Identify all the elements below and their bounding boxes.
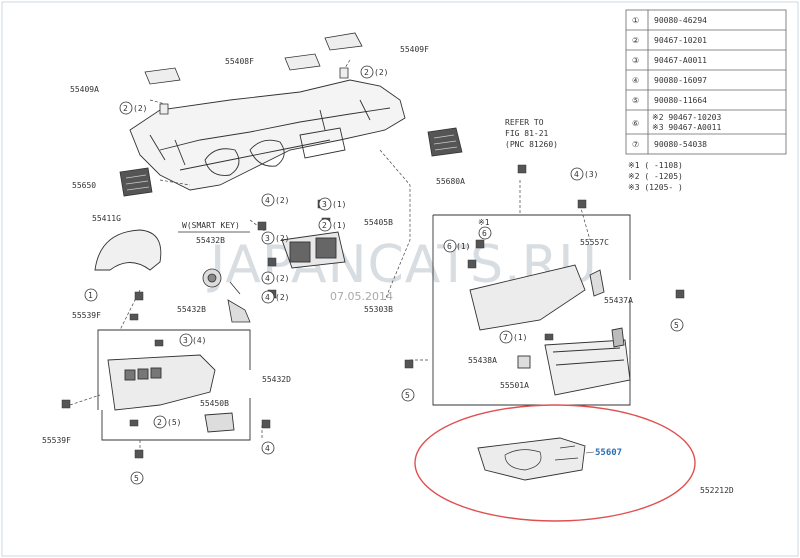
table-row-6-no: ⑥ <box>632 119 639 128</box>
table-row-6-code-a: ※2 90467-10203 <box>652 113 722 122</box>
callouts <box>84 65 684 485</box>
instrument-panel-drawing <box>129 79 406 191</box>
table-row-7-no: ⑦ <box>632 140 639 149</box>
table-row-2-no: ② <box>632 36 639 45</box>
svg-text:4: 4 <box>265 196 270 205</box>
svg-text:(4): (4) <box>192 336 206 345</box>
svg-text:2: 2 <box>123 104 128 113</box>
label-55303B: 55303B <box>364 305 393 314</box>
refer-line-3: (PNC 81260) <box>505 140 558 149</box>
label-55437A: 55437A <box>604 296 633 305</box>
svg-text:(5): (5) <box>167 418 181 427</box>
bracket-55409A <box>144 67 181 115</box>
table-row-1-no: ① <box>632 16 639 25</box>
svg-text:2: 2 <box>364 68 369 77</box>
label-55680A: 55680A <box>436 177 465 186</box>
table-row-2-code: 90467-10201 <box>654 36 707 45</box>
svg-text:3: 3 <box>322 200 327 209</box>
center-vent-55405B <box>281 231 346 269</box>
label-55432B-mid: 55432B <box>177 305 206 314</box>
label-55405B: 55405B <box>364 218 393 227</box>
svg-text:4: 4 <box>574 170 579 179</box>
svg-text:5: 5 <box>134 474 139 483</box>
svg-text:7: 7 <box>503 333 508 342</box>
footnote-2: ※2 ( -1205) <box>628 172 683 181</box>
refer-line-2: FIG 81-21 <box>505 129 549 138</box>
svg-text:(2): (2) <box>275 274 289 283</box>
svg-text:2: 2 <box>322 221 327 230</box>
label-diagram-code: 552212D <box>700 486 734 495</box>
vent-55650 <box>119 167 153 197</box>
callout-numbers: 2 2 1 4 3 4 4 3 2 3 2 4 5 5 6 6 7 4 5 (2) (2) (2) (… <box>88 68 679 483</box>
svg-text:4: 4 <box>265 444 270 453</box>
label-55432B-top: 55432B <box>196 236 225 245</box>
svg-text:(2): (2) <box>275 234 289 243</box>
label-55409A: 55409A <box>70 85 99 94</box>
table-row-1-code: 90080-46294 <box>654 16 707 25</box>
footnotes: ※1 ( -1108) ※2 ( -1205) ※3 (1205- ) <box>628 161 683 192</box>
label-55432D: 55432D <box>262 375 291 384</box>
svg-text:2: 2 <box>157 418 162 427</box>
switch-55432B <box>202 268 251 323</box>
cluster-hood-55411G <box>94 229 162 271</box>
table-row-7-code: 90080-54038 <box>654 140 707 149</box>
bracket-55408F <box>284 53 321 71</box>
label-55450B: 55450B <box>200 399 229 408</box>
table-row-6-code-b: ※3 90467-A0011 <box>652 123 722 132</box>
smart-key-group: W(SMART KEY) <box>178 221 250 233</box>
lower-panel-box <box>97 329 251 441</box>
label-55408F: 55408F <box>225 57 254 66</box>
smart-key-label: W(SMART KEY) <box>182 221 240 230</box>
svg-text:(2): (2) <box>275 196 289 205</box>
highlighted-part-55607: 55607 <box>414 404 696 522</box>
part-labels: 55409A 55408F 55409F 55650 55680A 55411G… <box>42 45 734 495</box>
glove-box-panel <box>432 214 631 406</box>
date-stamp: 07.05.2014 <box>330 290 393 303</box>
svg-text:※1: ※1 <box>478 218 490 227</box>
label-55411G: 55411G <box>92 214 121 223</box>
svg-text:(1): (1) <box>456 242 470 251</box>
table-row-4-code: 90080-16097 <box>654 76 707 85</box>
refer-line-1: REFER TO <box>505 118 544 127</box>
table-row-4-no: ④ <box>632 76 639 85</box>
label-55438A: 55438A <box>468 356 497 365</box>
refer-note: REFER TO FIG 81-21 (PNC 81260) <box>505 118 558 149</box>
svg-text:6: 6 <box>482 229 487 238</box>
svg-text:3: 3 <box>265 234 270 243</box>
label-55409F: 55409F <box>400 45 429 54</box>
vent-55680A <box>427 127 463 157</box>
table-row-3-code: 90467-A0011 <box>654 56 707 65</box>
label-55539F-bottom: 55539F <box>42 436 71 445</box>
svg-text:1: 1 <box>88 291 93 300</box>
svg-text:(2): (2) <box>275 293 289 302</box>
table-row-5-code: 90080-11664 <box>654 96 707 105</box>
svg-text:(1): (1) <box>332 200 346 209</box>
svg-text:4: 4 <box>265 293 270 302</box>
highlight-ellipse <box>414 404 696 522</box>
svg-text:5: 5 <box>405 391 410 400</box>
svg-text:(2): (2) <box>133 104 147 113</box>
label-55557C: 55557C <box>580 238 609 247</box>
svg-text:(2): (2) <box>374 68 388 77</box>
label-55650: 55650 <box>72 181 96 190</box>
part-link-55607[interactable]: 55607 <box>595 448 622 458</box>
footnote-1: ※1 ( -1108) <box>628 161 683 170</box>
bracket-55409F <box>324 32 363 79</box>
svg-text:4: 4 <box>265 274 270 283</box>
table-row-5-no: ⑤ <box>632 96 639 105</box>
svg-text:(1): (1) <box>513 333 527 342</box>
svg-text:(1): (1) <box>332 221 346 230</box>
svg-text:6: 6 <box>447 242 452 251</box>
label-55501A: 55501A <box>500 381 529 390</box>
svg-text:(3): (3) <box>584 170 598 179</box>
table-row-3-no: ③ <box>632 56 639 65</box>
svg-text:3: 3 <box>183 336 188 345</box>
parts-table-text: ① 90080-46294 ② 90467-10201 ③ 90467-A001… <box>632 16 722 149</box>
parts-table <box>625 9 787 155</box>
svg-text:5: 5 <box>674 321 679 330</box>
label-55539F-top: 55539F <box>72 311 101 320</box>
footnote-3: ※3 (1205- ) <box>628 183 683 192</box>
